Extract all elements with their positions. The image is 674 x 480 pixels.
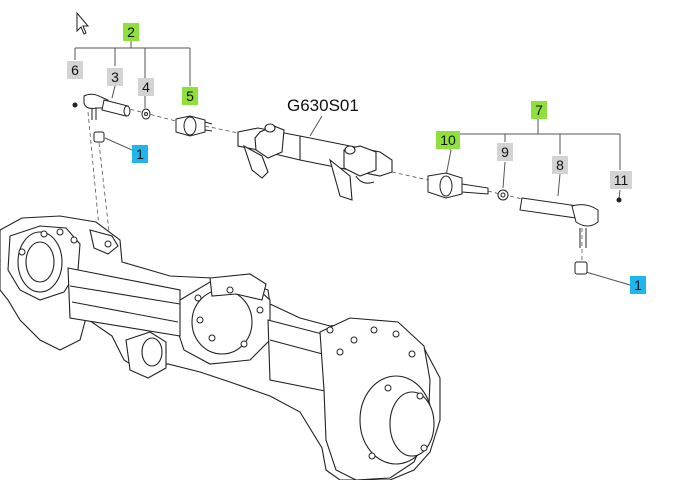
- group-7-bracket: [449, 118, 621, 170]
- callout-1-right[interactable]: 1: [630, 276, 646, 294]
- diagram-reference: G630S01: [287, 96, 359, 115]
- group-2-bracket: [74, 40, 191, 86]
- callout-6[interactable]: 6: [67, 61, 83, 79]
- arrow-cursor-icon: [76, 11, 90, 35]
- tie-rod-end-right: [571, 204, 599, 227]
- grease-nipple-left: [72, 102, 78, 108]
- axle-housing: [0, 215, 441, 480]
- callout-2[interactable]: 2: [123, 23, 139, 41]
- castle-nut-left: [93, 131, 105, 143]
- callout-5[interactable]: 5: [182, 87, 198, 105]
- callout-10[interactable]: 10: [436, 131, 460, 149]
- callout-8[interactable]: 8: [552, 156, 568, 174]
- alignment-lines: [87, 103, 583, 262]
- callout-11[interactable]: 11: [610, 171, 632, 189]
- steering-cylinder: [237, 123, 393, 201]
- callout-1-left[interactable]: 1: [132, 145, 148, 163]
- grease-nipple-right: [616, 197, 622, 203]
- leader-lines: [104, 85, 631, 286]
- callout-9[interactable]: 9: [497, 143, 513, 161]
- callout-4[interactable]: 4: [138, 78, 154, 96]
- castle-nut-right: [574, 261, 588, 275]
- left-tie-rod-parts: [72, 93, 213, 143]
- tube-right: [519, 197, 579, 219]
- housing-bolts: [18, 228, 428, 460]
- right-tie-rod-parts: [427, 172, 622, 275]
- callout-7[interactable]: 7: [531, 101, 547, 119]
- callout-3[interactable]: 3: [107, 68, 123, 86]
